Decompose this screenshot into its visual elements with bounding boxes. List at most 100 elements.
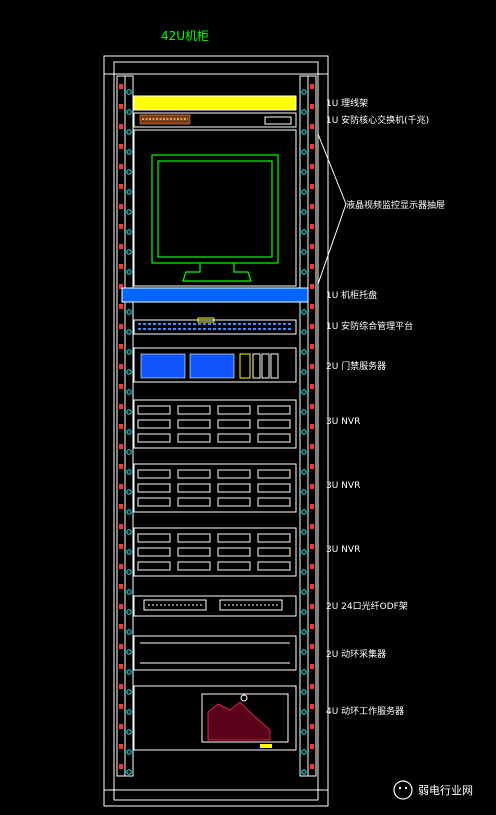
rail-screw [301, 649, 307, 655]
rail-hole [119, 584, 123, 589]
rail-screw [126, 109, 132, 115]
rail-hole [310, 284, 314, 289]
rail-screw [126, 529, 132, 535]
rail-hole [310, 184, 314, 189]
rail-screw [301, 309, 307, 315]
rail-screw [301, 209, 307, 215]
rail-hole [119, 184, 123, 189]
rail-hole [119, 504, 123, 509]
drive-bay [217, 433, 251, 443]
drive-bay [137, 561, 171, 571]
rail-screw [301, 89, 307, 95]
rail-hole [119, 744, 123, 749]
rail-hole [119, 264, 123, 269]
rail-hole [310, 664, 314, 669]
drive-bay [137, 469, 171, 479]
rail-hole [119, 764, 123, 769]
odf-2u [133, 595, 297, 617]
patch-panel-1u [133, 95, 297, 111]
drive-bay [177, 433, 211, 443]
drive-bay [177, 419, 211, 429]
rail-hole [119, 424, 123, 429]
drive-bay [137, 419, 171, 429]
rail-screw [126, 709, 132, 715]
rail-screw [126, 169, 132, 175]
drive-bay [257, 533, 291, 543]
drive-bay [217, 547, 251, 557]
rail-hole [119, 464, 123, 469]
label-patch-panel: 1U 理线架 [326, 97, 368, 109]
watermark-text: 弱电行业网 [418, 784, 473, 797]
workstation-4u [133, 685, 297, 751]
rail-hole [119, 344, 123, 349]
rail-screw [126, 89, 132, 95]
rail-screw [126, 729, 132, 735]
rail-hole [310, 724, 314, 729]
rail-hole [310, 404, 314, 409]
rail-screw [126, 409, 132, 415]
rail-screw [126, 609, 132, 615]
rail-hole [119, 224, 123, 229]
rail-hole [119, 144, 123, 149]
rail-screw [301, 349, 307, 355]
rail-hole [310, 324, 314, 329]
rail-hole [310, 224, 314, 229]
nvr-3u-1 [133, 399, 297, 449]
rail-hole [119, 484, 123, 489]
drive-bay [137, 547, 171, 557]
rail-screw [301, 749, 307, 755]
drive-bay [257, 497, 291, 507]
rail-hole [119, 644, 123, 649]
label-workstation: 4U 动环工作服务器 [326, 705, 404, 717]
rail-screw [301, 169, 307, 175]
rail-hole [310, 384, 314, 389]
rail-screw [301, 409, 307, 415]
label-core-switch: 1U 安防核心交换机(千兆) [326, 114, 429, 126]
rail-hole [119, 724, 123, 729]
rail-hole [310, 204, 314, 209]
rail-screw [126, 509, 132, 515]
rail-hole [119, 384, 123, 389]
drive-bay [257, 469, 291, 479]
rail-screw [126, 489, 132, 495]
rail-hole [310, 304, 314, 309]
rail-screw [126, 209, 132, 215]
rail-hole [310, 464, 314, 469]
drive-bay [177, 497, 211, 507]
rail-hole [119, 84, 123, 89]
rail-screw [301, 249, 307, 255]
monitor-drawer [133, 129, 297, 287]
rail-hole [310, 744, 314, 749]
drive-bay [217, 561, 251, 571]
drive-bay [177, 561, 211, 571]
rail-screw [126, 769, 132, 775]
drive-bay [257, 547, 291, 557]
drive-bay [217, 405, 251, 415]
rail-screw [126, 589, 132, 595]
rail-screw [126, 349, 132, 355]
drive-bay [177, 483, 211, 493]
drive-bay [257, 483, 291, 493]
rail-screw [126, 369, 132, 375]
rail-screw [301, 109, 307, 115]
rail-hole [119, 124, 123, 129]
rail-screw [126, 129, 132, 135]
watermark: 弱电行业网 [393, 780, 473, 800]
collector-2u [133, 635, 297, 671]
rail-hole [119, 324, 123, 329]
rail-hole [119, 404, 123, 409]
drive-bay [257, 419, 291, 429]
rail-hole [310, 524, 314, 529]
drive-bay [217, 419, 251, 429]
rail-screw [126, 669, 132, 675]
rail-hole [119, 364, 123, 369]
drive-bay [137, 497, 171, 507]
label-tray: 1U 机柜托盘 [326, 289, 377, 301]
rail-screw [126, 469, 132, 475]
rail-screw [126, 189, 132, 195]
monitor-leader-bottom [317, 203, 347, 285]
rail-screw [301, 129, 307, 135]
storage-server-2u [133, 347, 297, 383]
rail-screw [301, 149, 307, 155]
